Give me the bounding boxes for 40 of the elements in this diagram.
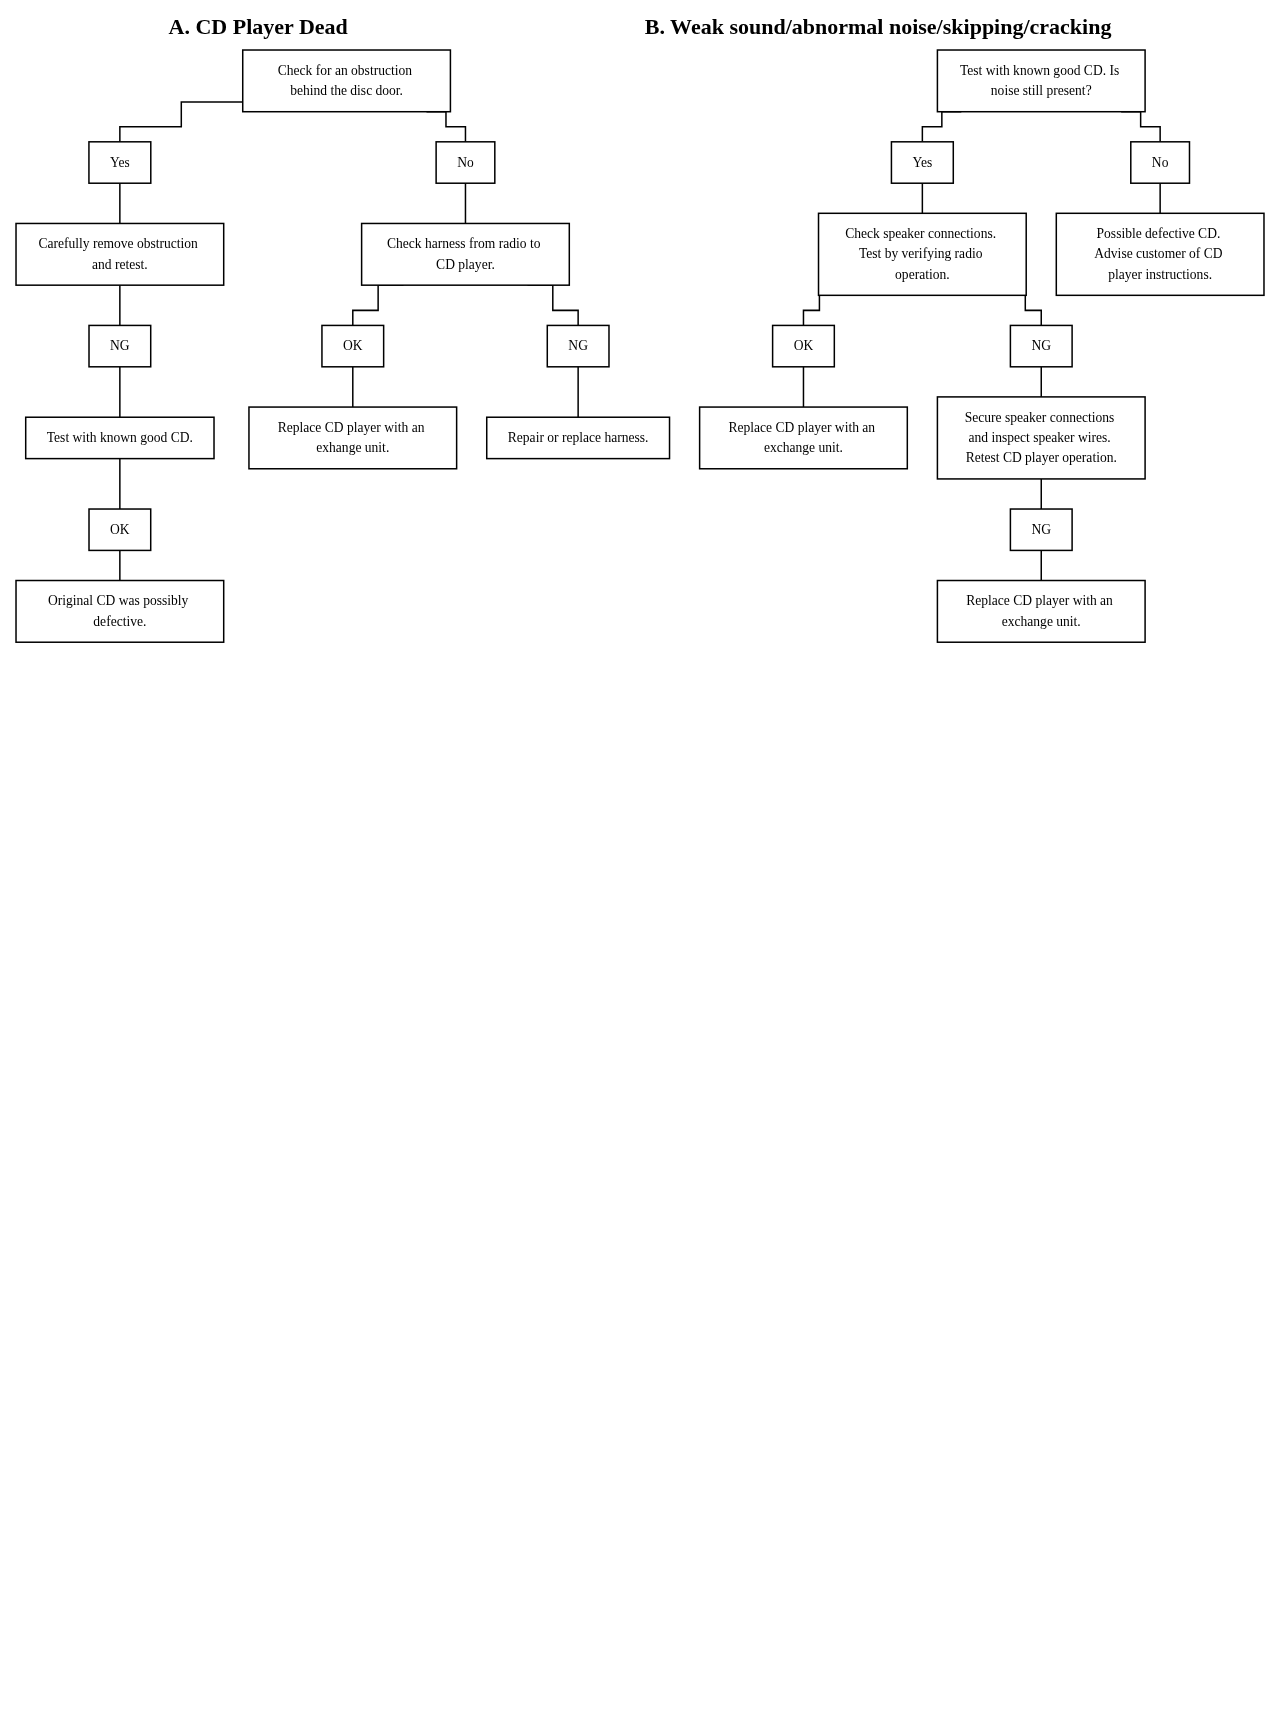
connector <box>921 182 924 215</box>
connector <box>352 366 354 408</box>
connector <box>802 366 805 408</box>
connector <box>119 182 121 225</box>
node-box: Secure speaker connections and inspect speaker wires. Retest CD player operation. <box>936 396 1146 480</box>
connector <box>1040 549 1042 582</box>
connector <box>119 457 121 510</box>
node-box: Check speaker connections. Test by verifying radio operation. <box>817 212 1027 297</box>
connector <box>464 182 467 225</box>
node-box: Check harness from radio to CD player. <box>360 222 571 286</box>
node-box: Replace CD player with an exhange unit. <box>248 406 458 470</box>
connector <box>1159 182 1161 215</box>
node-box: OK <box>771 324 836 368</box>
connector <box>1040 366 1042 398</box>
node-box: Possible defective CD. Advise customer of CD player instructions. <box>1055 212 1265 297</box>
node-box: Check for an obstruction behind the disc door. <box>242 49 452 113</box>
node-box: No <box>435 141 496 184</box>
node-box: Yes <box>88 141 152 184</box>
node-box: Carefully remove obstruction and retest. <box>15 222 225 286</box>
node-box: NG <box>1009 324 1073 368</box>
node-box: OK <box>321 324 385 368</box>
connector <box>1040 478 1042 510</box>
node-box: NG <box>546 324 610 368</box>
node-box: Repair or replace harness. <box>486 416 671 460</box>
connector <box>577 366 579 418</box>
connector <box>119 549 121 582</box>
section-heading: A. CD Player Dead <box>168 14 348 40</box>
node-box: Test with known good CD. Is noise still present? <box>936 49 1146 113</box>
node-box: NG <box>88 324 152 368</box>
node-box: Yes <box>890 141 955 184</box>
node-box: Replace CD player with an exchange unit. <box>936 579 1146 643</box>
node-box: Original CD was possibly defective. <box>15 579 225 643</box>
connector <box>119 366 121 418</box>
node-box: OK <box>88 508 152 552</box>
node-box: Test with known good CD. <box>24 416 215 460</box>
section-heading: B. Weak sound/abnormal noise/skipping/cracking <box>644 14 1112 40</box>
connector <box>119 284 121 327</box>
node-box: NG <box>1009 508 1073 552</box>
node-box: Replace CD player with an exchange unit. <box>698 406 909 470</box>
node-box: No <box>1130 141 1191 184</box>
